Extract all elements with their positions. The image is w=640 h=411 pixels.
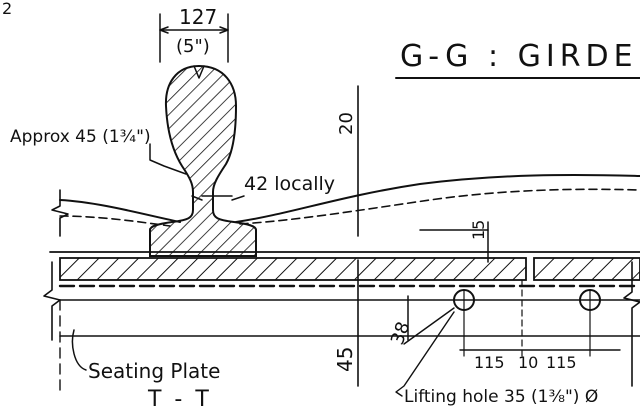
spacing-right-value: 115 (546, 353, 577, 372)
seating-plate-strip-right (533, 257, 640, 281)
girder-top-line (59, 173, 640, 223)
lifting-hole-label: Lifting hole 35 (1⅜") Ø (404, 387, 598, 407)
girder-depth-value: 45 (333, 347, 357, 372)
hole-offset-value: 38 (387, 319, 415, 348)
top-plate-value: 15 (469, 220, 488, 240)
rail-width-value: 127 (179, 5, 217, 29)
seating-plate-strip-left (59, 257, 527, 281)
web-locally-label: 42 locally (244, 173, 335, 195)
rail-width-imperial: (5") (176, 36, 210, 57)
left-break-mark-lower (43, 261, 61, 341)
hole-offset-dimension: 38 (387, 295, 455, 348)
corner-mark: 2 (2, 0, 12, 18)
spacing-mid-value: 10 (518, 353, 538, 372)
girder-depth-dimension: 45 (333, 259, 359, 387)
section-label: T - T (147, 387, 212, 411)
hole-spacing-dimension: 115 10 115 (459, 349, 621, 372)
web-locally-arrows (191, 195, 245, 201)
top-plate-dimension: 15 (419, 220, 489, 263)
crane-rail (149, 64, 257, 257)
rail-width-dimension: 127 (5") (159, 5, 229, 63)
drawing-title: G-G : GIRDE (400, 39, 638, 74)
seating-plate-label: Seating Plate (88, 359, 220, 383)
rail-depth-leader (149, 143, 187, 175)
left-break-mark (51, 189, 69, 237)
seating-plate-leader (71, 329, 87, 371)
head-height-value: 20 (336, 112, 357, 135)
spacing-left-value: 115 (474, 353, 505, 372)
lifting-hole-leader (395, 311, 455, 397)
head-height-dimension: 20 (336, 85, 359, 237)
girder-dashed-line (59, 188, 640, 227)
rail-depth-label: Approx 45 (1¾") (10, 127, 151, 147)
right-break-mark (623, 261, 640, 387)
